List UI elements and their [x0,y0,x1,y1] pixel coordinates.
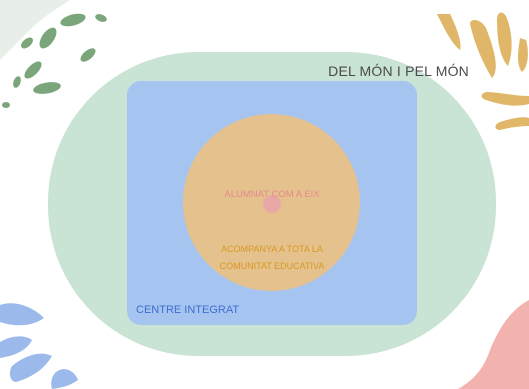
inner-circle-label-bottom: ACOMPANYA A TOTA LA COMUNITAT EDUCATIVA [195,241,349,275]
inner-circle-label-bottom-line-2: COMUNITAT EDUCATIVA [219,261,325,271]
center-dot [263,195,281,213]
inner-circle-label-top: ALUMNAT COM A EIX [224,189,320,200]
middle-region-label: CENTRE INTEGRAT [136,304,240,316]
inner-circle-label-bottom-line-1: ACOMPANYA A TOTA LA [221,244,323,254]
outer-region-label: DEL MÓN I PEL MÓN [328,63,469,79]
